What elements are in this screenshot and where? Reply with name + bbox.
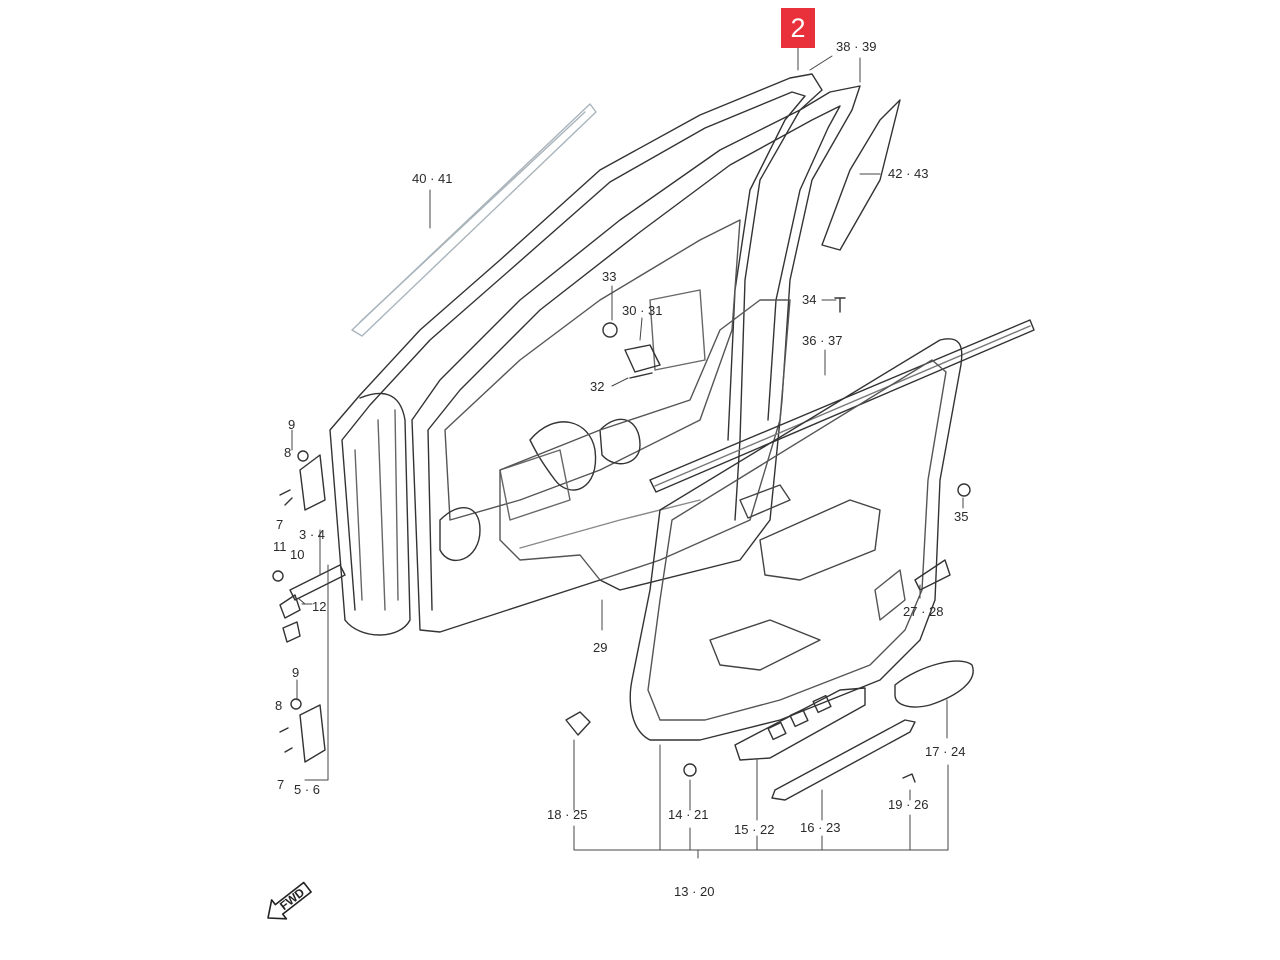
callout-34: 34: [802, 292, 817, 307]
callout-7-upper: 7: [276, 517, 284, 532]
lower-hinge-part: [279, 698, 326, 763]
callout-14-21: 14 · 21: [668, 807, 709, 822]
door-inner-panel-part: [411, 85, 861, 633]
switch-panel-part: [734, 687, 866, 761]
callout-5-6: 5 · 6: [294, 782, 321, 797]
callout-16-23: 16 · 23: [800, 820, 841, 835]
callout-36-37: 36 · 37: [802, 333, 843, 348]
callout-11: 11: [273, 539, 287, 554]
callout-10: 10: [290, 547, 305, 562]
callout-18-25: 18 · 25: [547, 807, 588, 822]
callout-33: 33: [602, 269, 617, 284]
callout-17-24: 17 · 24: [925, 744, 966, 759]
badge-label: 2: [790, 12, 806, 43]
callout-32: 32: [590, 379, 605, 394]
callout-40-41: 40 · 41: [412, 171, 453, 186]
callout-38-39: 38 · 39: [836, 39, 877, 54]
callout-27-28: 27 · 28: [903, 604, 944, 619]
callout-15-22: 15 · 22: [734, 822, 775, 837]
callout-35: 35: [954, 509, 969, 524]
window-moulding-part: [351, 103, 597, 337]
weatherstrip-29-part: [499, 299, 791, 581]
belt-moulding-part: [649, 319, 1035, 493]
pull-handle-cover-part: [894, 660, 974, 708]
diagram-section-badge: 2: [781, 8, 815, 48]
fwd-arrow-icon: FWD: [267, 881, 312, 920]
door-check-part: [272, 564, 346, 643]
callout-30-31: 30 · 31: [622, 303, 663, 318]
upper-hinge-part: [279, 450, 326, 511]
leader-lines: [291, 47, 964, 859]
callout-29: 29: [593, 640, 608, 655]
callout-9-upper: 9: [288, 417, 296, 432]
callout-13-20: 13 · 20: [674, 884, 715, 899]
fasteners: [565, 297, 971, 783]
callout-12: 12: [312, 599, 327, 614]
callout-19-26: 19 · 26: [888, 797, 929, 812]
callout-8-upper: 8: [284, 445, 292, 460]
callout-9-lower: 9: [292, 665, 300, 680]
callout-7-lower: 7: [277, 777, 285, 792]
bracket-27-28-part: [914, 559, 951, 591]
triangle-garnish-part: [821, 99, 901, 251]
callout-42-43: 42 · 43: [888, 166, 929, 181]
armrest-part: [771, 719, 916, 801]
callout-3-4: 3 · 4: [299, 527, 326, 542]
door-trim-panel-part: [629, 338, 963, 741]
door-shell-part: [329, 73, 823, 636]
callout-8-lower: 8: [275, 698, 283, 713]
